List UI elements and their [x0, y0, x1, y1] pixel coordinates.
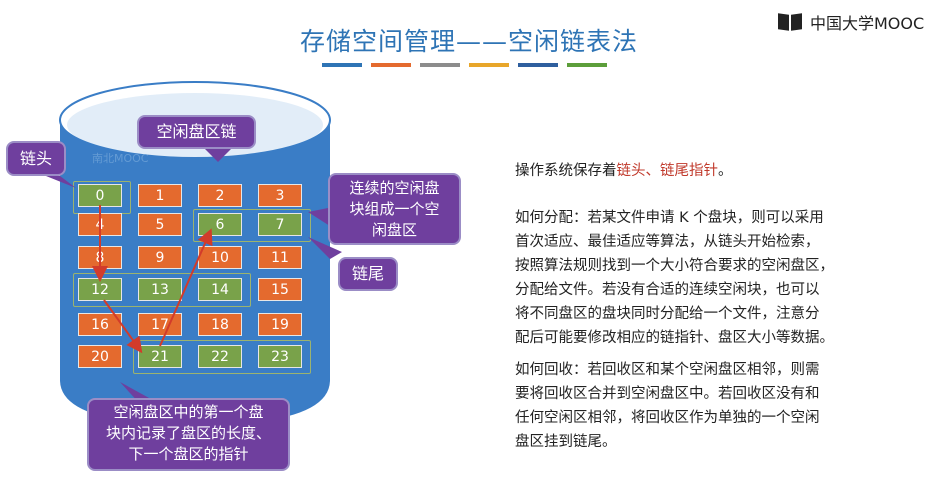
- title-stripe: [322, 63, 362, 67]
- used-disk-block: 1: [138, 184, 182, 207]
- chain-pointer-arrow: [103, 299, 143, 354]
- title-stripe: [371, 63, 411, 67]
- title-stripe: [469, 63, 509, 67]
- used-disk-block: 9: [138, 246, 182, 269]
- highlighted-pointers: 链头、链尾指针: [616, 163, 719, 179]
- used-disk-block: 5: [138, 213, 182, 236]
- callout-first-block: 空闲盘区中的第一个盘 块内记录了盘区的长度、 下一个盘区的指针: [87, 398, 290, 471]
- title-stripe: [567, 63, 607, 67]
- free-disk-block: 22: [198, 345, 242, 368]
- chain-pointer-arrow: [159, 228, 213, 347]
- disk-watermark: 南北MOOC: [92, 152, 149, 165]
- used-disk-block: 11: [258, 246, 302, 269]
- free-disk-block: 23: [258, 345, 302, 368]
- used-disk-block: 20: [78, 345, 122, 368]
- used-disk-block: 2: [198, 184, 242, 207]
- free-extent-outline: [193, 209, 311, 242]
- callout-pointer: [308, 207, 333, 228]
- slide-title: 存储空间管理——空闲链表法: [299, 27, 638, 56]
- intro-paragraph: 操作系统保存着链头、链尾指针。: [515, 163, 733, 179]
- logo-text: 中国大学MOOC: [810, 14, 925, 33]
- used-disk-block: 3: [258, 184, 302, 207]
- used-disk-block: 19: [258, 313, 302, 336]
- callout-chain-tail: 链尾: [338, 257, 398, 291]
- callout-pointer: [202, 146, 234, 162]
- callout-contiguous-extent: 连续的空闲盘 块组成一个空 闲盘区: [328, 173, 461, 245]
- allocation-paragraph: 如何分配：若某文件申请 K 个盘块，则可以采用 首次适应、最佳适应等算法，从链头…: [515, 210, 834, 346]
- title-stripe: [518, 63, 558, 67]
- free-disk-block: 14: [198, 278, 242, 301]
- reclaim-paragraph: 如何回收：若回收区和某个空闲盘区相邻，则需 要将回收区合并到空闲盘区中。若回收区…: [515, 362, 820, 450]
- free-extent-outline: [73, 273, 251, 307]
- callout-pointer: [46, 176, 76, 188]
- used-disk-block: 18: [198, 313, 242, 336]
- callout-free-chain: 空闲盘区链: [137, 115, 256, 149]
- used-disk-block: 15: [258, 278, 302, 301]
- free-disk-block: 7: [258, 213, 302, 236]
- free-extent-outline: [133, 340, 311, 374]
- free-disk-block: 13: [138, 278, 182, 301]
- title-stripe: [420, 63, 460, 67]
- mooc-logo[interactable]: 中国大学MOOC: [778, 8, 924, 36]
- callout-pointer: [308, 237, 342, 259]
- callout-chain-head: 链头: [6, 141, 66, 176]
